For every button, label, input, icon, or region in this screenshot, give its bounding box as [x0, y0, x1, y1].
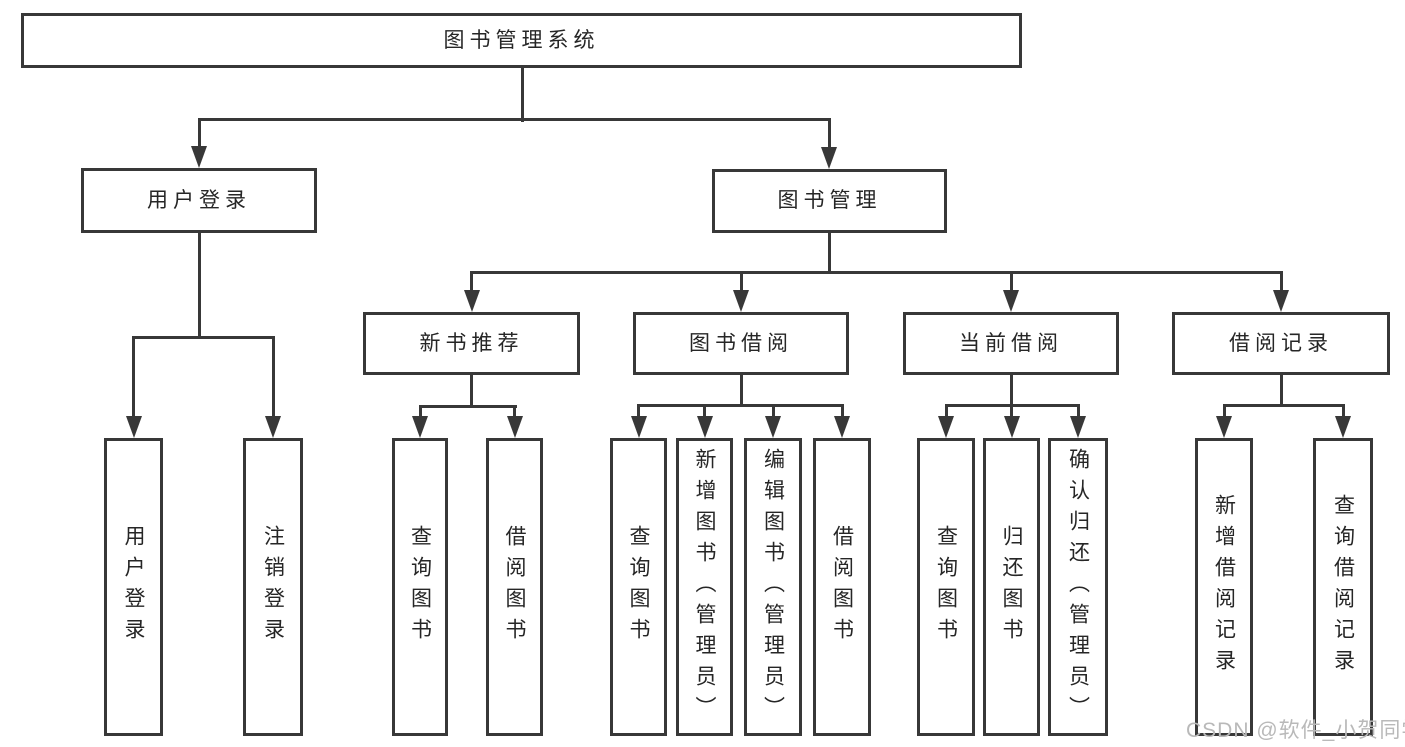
connector-line — [271, 337, 275, 422]
connector-line — [520, 67, 524, 122]
node-label: 图书借阅 — [689, 331, 793, 355]
node-label: 查询图书 — [627, 525, 650, 649]
diagram-node-leaf-add-borrow-record: 新增借阅记录 — [1195, 438, 1253, 736]
diagram-node-leaf-confirm-return-admin: 确认归还（管理员） — [1048, 438, 1108, 736]
diagram-node-leaf-query-books-1: 查询图书 — [392, 438, 448, 736]
connector-line — [1222, 403, 1345, 407]
connector-line — [197, 233, 201, 339]
arrow-down-icon — [821, 147, 837, 169]
connector-line — [418, 406, 422, 422]
diagram-node-leaf-query-books-2: 查询图书 — [610, 438, 667, 736]
node-label: 新书推荐 — [419, 331, 524, 355]
arrow-down-icon — [191, 146, 207, 168]
connector-line — [1279, 375, 1283, 407]
arrow-down-icon — [765, 416, 781, 438]
connector-line — [513, 406, 516, 422]
diagram-node-current-borrow: 当前借阅 — [903, 312, 1119, 375]
connector-line — [470, 270, 1283, 274]
node-label: 图书管理系统 — [443, 28, 600, 52]
diagram-node-leaf-query-borrow-record: 查询借阅记录 — [1313, 438, 1373, 736]
diagram-node-root: 图书管理系统 — [21, 13, 1022, 68]
node-label: 确认归还（管理员） — [1066, 447, 1090, 727]
arrow-down-icon — [1216, 416, 1232, 438]
connector-line — [197, 117, 831, 121]
connector-line — [1279, 272, 1283, 296]
arrow-down-icon — [938, 416, 954, 438]
arrow-down-icon — [125, 416, 142, 438]
connector-line — [771, 405, 775, 422]
node-label: 编辑图书（管理员） — [761, 447, 785, 727]
node-label: 新增借阅记录 — [1212, 494, 1236, 680]
diagram-node-leaf-logout: 注销登录 — [243, 438, 303, 736]
connector-line — [637, 403, 844, 407]
connector-line — [1341, 405, 1345, 422]
node-label: 当前借阅 — [959, 331, 1063, 355]
node-label: 用户登录 — [147, 188, 251, 212]
arrow-down-icon — [1070, 416, 1086, 438]
arrow-down-icon — [696, 416, 713, 438]
diagram-node-leaf-borrow-books-2: 借阅图书 — [813, 438, 871, 736]
connector-line — [418, 404, 517, 408]
connector-line — [703, 405, 706, 422]
connector-line — [1010, 405, 1013, 422]
node-label: 图书管理 — [777, 189, 882, 213]
diagram-node-leaf-borrow-books-1: 借阅图书 — [486, 438, 543, 736]
arrow-down-icon — [506, 416, 523, 438]
connector-line — [132, 337, 135, 422]
node-label: 归还图书 — [1000, 525, 1023, 649]
connector-line — [944, 405, 948, 422]
diagram-node-book-borrow: 图书借阅 — [633, 312, 849, 375]
node-label: 查询图书 — [934, 525, 958, 649]
node-label: 新增图书（管理员） — [693, 447, 716, 727]
arrow-down-icon — [733, 290, 749, 312]
node-label: 借阅图书 — [830, 525, 854, 649]
arrow-down-icon — [630, 416, 647, 438]
connector-line — [470, 375, 473, 408]
diagram-node-borrow-records: 借阅记录 — [1172, 312, 1390, 375]
connector-line — [197, 119, 201, 152]
node-label: 注销登录 — [261, 525, 285, 649]
connector-line — [1009, 272, 1013, 296]
csdn-watermark: CSDN @软件_小贺同学 — [1186, 719, 1405, 742]
connector-line — [739, 272, 743, 296]
node-label: 查询借阅记录 — [1331, 494, 1355, 680]
arrow-down-icon — [1003, 290, 1019, 312]
diagram-node-leaf-user-login: 用户登录 — [104, 438, 163, 736]
connector-line — [827, 119, 831, 153]
arrow-down-icon — [265, 416, 281, 438]
connector-line — [1222, 405, 1226, 422]
diagram-node-user-login-branch: 用户登录 — [81, 168, 317, 233]
node-label: 用户登录 — [122, 525, 145, 649]
diagram-node-leaf-query-books-3: 查询图书 — [917, 438, 975, 736]
arrow-down-icon — [412, 416, 428, 438]
connector-line — [470, 272, 473, 296]
arrow-down-icon — [1273, 290, 1289, 312]
node-label: 借阅图书 — [503, 525, 526, 649]
connector-line — [840, 405, 844, 422]
connector-line — [739, 375, 743, 407]
connector-line — [1009, 375, 1013, 407]
diagram-node-book-mgmt-branch: 图书管理 — [712, 169, 947, 233]
arrow-down-icon — [1003, 416, 1020, 438]
diagram-node-leaf-edit-books-admin: 编辑图书（管理员） — [744, 438, 802, 736]
diagram-node-leaf-return-books: 归还图书 — [983, 438, 1040, 736]
diagram-node-new-book-recommend: 新书推荐 — [363, 312, 580, 375]
node-label: 查询图书 — [408, 525, 432, 649]
arrow-down-icon — [1335, 416, 1351, 438]
connector-line — [1076, 405, 1080, 422]
node-label: 借阅记录 — [1229, 331, 1333, 355]
diagram-node-leaf-add-books-admin: 新增图书（管理员） — [676, 438, 733, 736]
connector-line — [637, 405, 640, 422]
connector-line — [827, 233, 831, 274]
arrow-down-icon — [834, 416, 850, 438]
connector-line — [132, 335, 275, 339]
arrow-down-icon — [463, 290, 480, 312]
